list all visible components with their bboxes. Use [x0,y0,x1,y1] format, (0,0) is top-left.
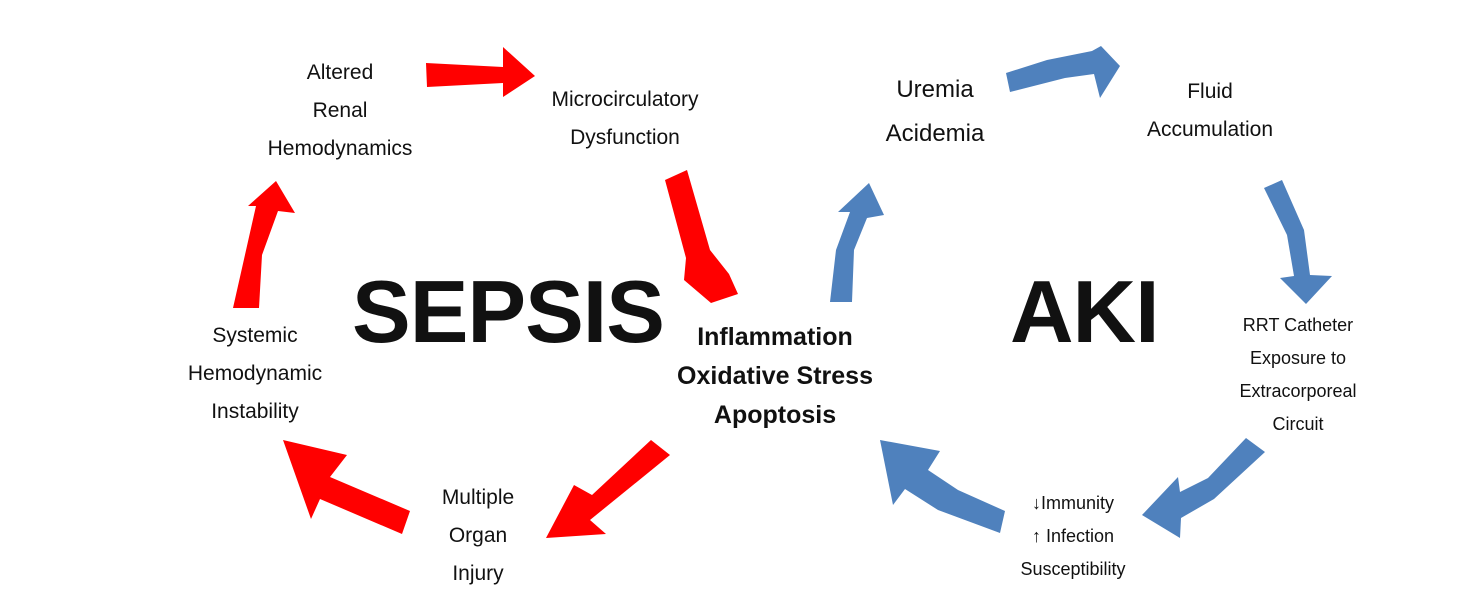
arrow-rrt-to-immunity [1142,438,1265,538]
arrow-inflammation-to-uremia [830,183,884,302]
sepsis-title: SEPSIS [352,262,665,361]
node-rrt-catheter: RRT Catheter Exposure to Extracorporeal … [1218,309,1378,441]
node-line: Hemodynamic [187,362,323,385]
node-line: Susceptibility [1020,559,1126,579]
shared-line: Inflammation [697,323,853,351]
node-line: Renal [312,99,368,122]
node-microcirculatory-dysfunction: Microcirculatory Dysfunction [520,81,730,157]
shared-line: Apoptosis [713,401,837,429]
node-line: Exposure to [1249,348,1347,368]
node-line: Instability [211,400,299,423]
node-line: Fluid [1187,80,1233,103]
arrow-microcirculatory-to-inflammation [665,170,738,303]
node-uremia-acidemia: Uremia Acidemia [855,68,1015,156]
node-line: Injury [452,562,504,585]
shared-mechanisms: Inflammation Oxidative Stress Apoptosis [655,318,895,435]
node-multiple-organ-injury: Multiple Organ Injury [398,479,558,593]
node-line: Circuit [1272,414,1324,434]
node-line: Multiple [441,486,515,509]
node-line: Uremia [896,76,974,103]
node-line: Hemodynamics [267,137,413,160]
arrow-fluid-to-rrt [1264,180,1332,304]
node-fluid-accumulation: Fluid Accumulation [1120,73,1300,149]
aki-title: AKI [1010,262,1160,361]
arrow-inflammation-to-organ-injury [546,440,670,538]
node-line: Systemic [212,324,298,347]
node-line: Extracorporeal [1239,381,1357,401]
arrow-renal-to-microcirculatory [426,47,535,97]
node-line: ↑ Infection [1031,526,1115,546]
node-line: RRT Catheter [1242,315,1354,335]
node-line: Altered [306,61,374,84]
node-immunity-infection: ↓Immunity ↑ Infection Susceptibility [998,487,1148,586]
node-line: Dysfunction [570,126,680,149]
node-line: Microcirculatory [551,88,699,111]
arrow-immunity-to-inflammation [880,440,1005,533]
node-line: Acidemia [885,120,985,147]
shared-line: Oxidative Stress [677,362,873,390]
node-line: ↓Immunity [1031,493,1114,513]
node-line: Accumulation [1146,118,1274,141]
node-line: Organ [448,524,508,547]
node-altered-renal-hemodynamics: Altered Renal Hemodynamics [240,54,440,168]
node-systemic-hemodynamic-instability: Systemic Hemodynamic Instability [160,317,350,431]
arrow-uremia-to-fluid [1006,46,1120,98]
arrow-organ-injury-to-systemic [283,440,410,534]
arrow-systemic-to-altered-renal [233,181,295,308]
